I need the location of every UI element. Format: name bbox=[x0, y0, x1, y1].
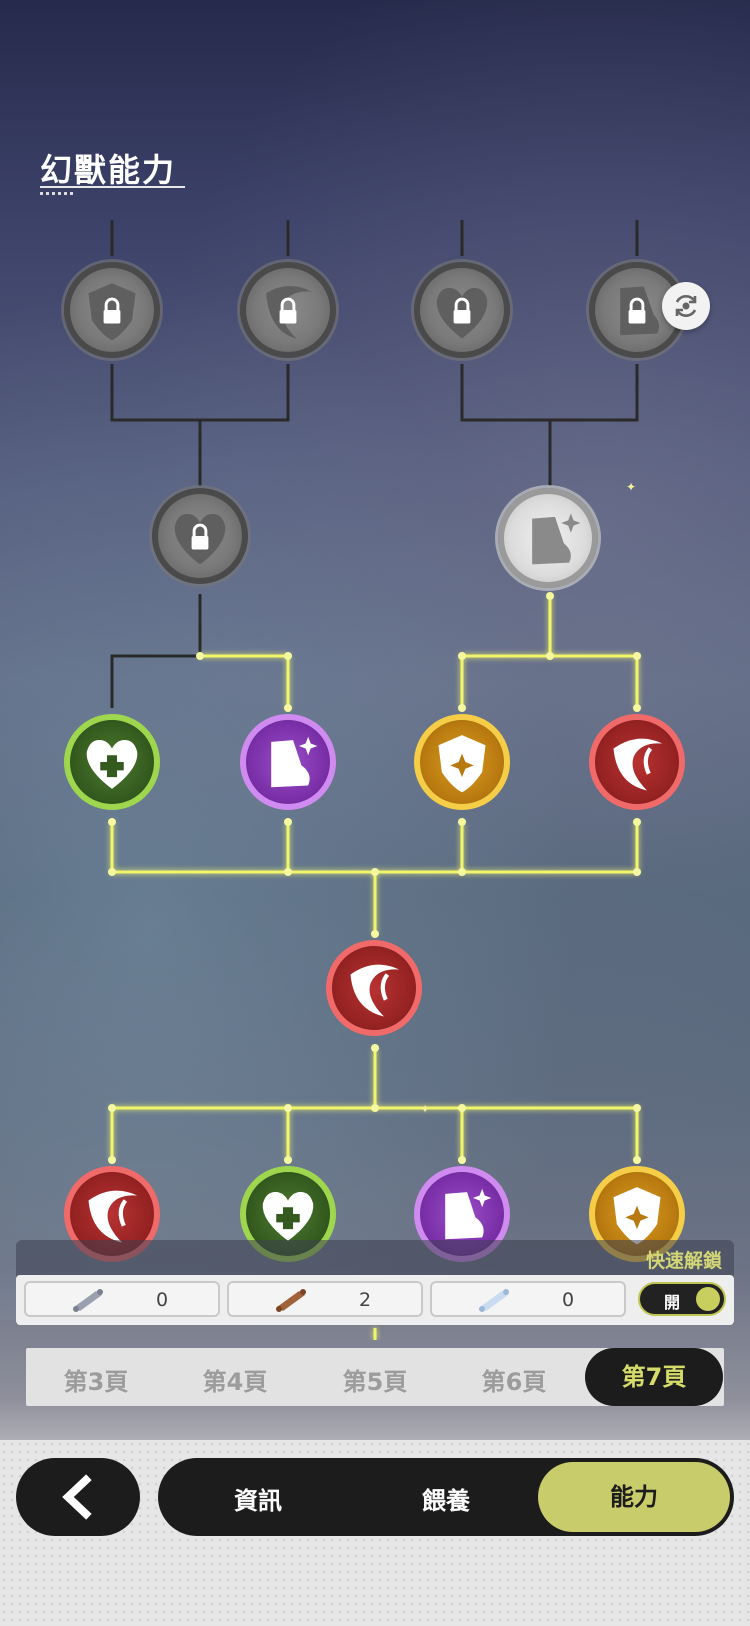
gold-shield-skill[interactable] bbox=[414, 714, 510, 810]
title-dots bbox=[40, 192, 74, 195]
toggle-label: 開 bbox=[664, 1293, 681, 1312]
red-claw-skill[interactable] bbox=[589, 714, 685, 810]
locked-connectors bbox=[110, 220, 639, 708]
locked-heart-skill[interactable] bbox=[414, 262, 510, 358]
locked-claw-skill[interactable] bbox=[240, 262, 336, 358]
nav-feed[interactable]: 餵養 bbox=[422, 1487, 470, 1515]
nav-ability[interactable]: 能力 bbox=[538, 1462, 730, 1532]
brown-scroll-icon bbox=[276, 1289, 306, 1312]
nav-info[interactable]: 資訊 bbox=[234, 1487, 282, 1515]
green-heart-plus-skill[interactable] bbox=[64, 714, 160, 810]
sparkle-icon: ✦ bbox=[420, 1102, 431, 1116]
purple-boot-skill[interactable] bbox=[240, 714, 336, 810]
skill-tree-connectors bbox=[108, 220, 641, 1340]
quick-unlock-toggle[interactable]: 開 bbox=[638, 1282, 726, 1316]
toggle-knob bbox=[696, 1287, 720, 1311]
tab-page-6[interactable]: 第6頁 bbox=[481, 1368, 547, 1396]
tab-page-5[interactable]: 第5頁 bbox=[342, 1368, 408, 1396]
unlocked-boot-skill[interactable] bbox=[498, 488, 598, 588]
material-slot[interactable]: 2 bbox=[227, 1281, 423, 1317]
back-button[interactable] bbox=[16, 1458, 140, 1536]
locked-heart-skill[interactable] bbox=[152, 488, 248, 584]
material-count: 0 bbox=[561, 1289, 575, 1311]
tab-page-4[interactable]: 第4頁 bbox=[202, 1368, 268, 1396]
tab-page-7[interactable]: 第7頁 bbox=[585, 1348, 723, 1406]
sparkle-icon: ✦ bbox=[626, 480, 637, 494]
refresh-icon bbox=[675, 295, 697, 317]
material-slot[interactable]: 0 bbox=[24, 1281, 220, 1317]
reset-skills-button[interactable] bbox=[662, 282, 710, 330]
tab-page-3[interactable]: 第3頁 bbox=[63, 1368, 129, 1396]
red-claw-skill[interactable] bbox=[326, 940, 422, 1036]
locked-shield-skill[interactable] bbox=[64, 262, 160, 358]
page-title: 幻獸能力 bbox=[40, 151, 177, 189]
material-count: 2 bbox=[358, 1289, 372, 1311]
chevron-left-icon bbox=[62, 1474, 92, 1520]
title-underline bbox=[40, 186, 185, 188]
material-slot[interactable]: 0 bbox=[430, 1281, 626, 1317]
material-count: 0 bbox=[155, 1289, 169, 1311]
quick-unlock-label: 快速解鎖 bbox=[645, 1250, 722, 1272]
silver-scroll-icon bbox=[73, 1289, 103, 1312]
blue-scroll-icon bbox=[479, 1289, 509, 1312]
locked-boot-skill[interactable] bbox=[589, 262, 685, 358]
